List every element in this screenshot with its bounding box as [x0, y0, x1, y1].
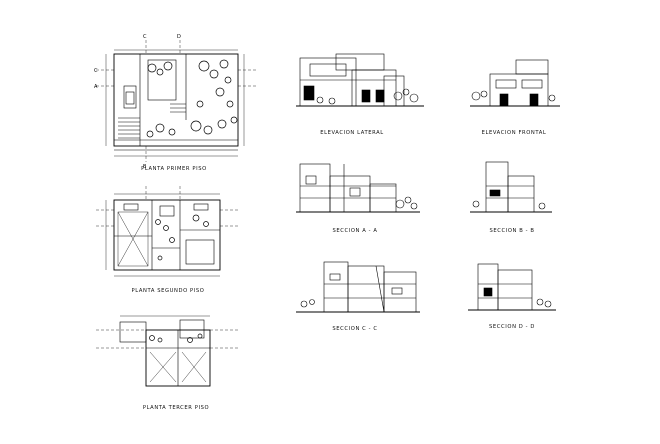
section-d — [468, 263, 556, 311]
axis-mark-side-c: C — [94, 68, 98, 74]
plan-first-floor — [96, 40, 258, 162]
axis-mark-top-c: C — [143, 34, 147, 40]
section-b — [470, 161, 552, 213]
plan-second-floor-title: PLANTA SEGUNDO PISO — [131, 288, 205, 294]
plan-first-floor-title: PLANTA PRIMER PISO — [141, 166, 207, 172]
elevation-side-title: ELEVACION LATERAL — [320, 130, 384, 136]
plan-third-floor-title: PLANTA TERCER PISO — [142, 405, 210, 411]
section-c-title: SECCION C - C — [332, 326, 378, 332]
axis-mark-top-d: D — [177, 34, 181, 40]
section-b-title: SECCION B - B — [489, 228, 535, 234]
section-c — [296, 261, 420, 313]
elevation-front-title: ELEVACION FRONTAL — [481, 130, 547, 136]
plan-third-floor — [96, 315, 238, 387]
section-a — [296, 163, 420, 213]
axis-mark-bottom-b: B — [143, 164, 147, 170]
section-d-title: SECCION D - D — [489, 324, 535, 330]
axis-mark-side-a: A — [94, 84, 98, 90]
plan-second-floor — [96, 186, 238, 277]
elevation-front — [470, 59, 560, 107]
section-a-title: SECCION A - A — [332, 228, 378, 234]
elevation-side — [296, 53, 424, 107]
